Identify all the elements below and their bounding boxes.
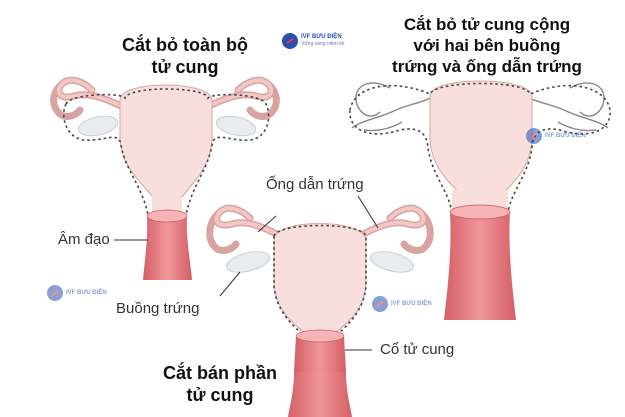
label-fallopian-tube: Ống dẫn trứng <box>266 176 364 193</box>
right-ovary-total <box>215 115 257 137</box>
cervix-partial <box>294 336 346 372</box>
ivf-watermark-icon <box>526 128 542 144</box>
ivf-watermark-icon <box>47 285 63 301</box>
brand-logo: IVF BƯU ĐIỆN Vững vàng niềm tin <box>282 33 344 49</box>
uterus-body-partial <box>273 223 367 335</box>
uterus-body-total <box>119 84 213 201</box>
right-ovary-partial <box>370 251 414 273</box>
brand-text: IVF BƯU ĐIỆN Vững vàng niềm tin <box>301 34 344 48</box>
watermark-text: IVF BƯU ĐIỆN <box>391 300 432 307</box>
removal-outline-partial <box>273 224 367 337</box>
ivf-logo-icon <box>282 33 298 49</box>
title-total-hysterectomy: Cắt bỏ toàn bộ tử cung <box>122 35 248 77</box>
left-ovary-total <box>77 115 119 137</box>
removed-organs-outline <box>351 82 609 132</box>
watermark-text: IVF BƯU ĐIỆN <box>66 289 107 296</box>
left-ovary-partial <box>226 251 270 273</box>
title-partial-hysterectomy: Cắt bán phần tử cung <box>162 363 277 405</box>
uterus-body-radical <box>429 80 533 201</box>
vagina-radical <box>444 212 516 320</box>
removal-outline-total <box>62 88 270 216</box>
brand-name: IVF BƯU ĐIỆN <box>301 34 342 40</box>
watermark-center: IVF BƯU ĐIỆN <box>372 296 432 312</box>
removal-outline-radical <box>349 82 611 213</box>
ivf-watermark-icon <box>372 296 388 312</box>
label-cervix: Cổ tử cung <box>380 341 455 358</box>
brand-tagline: Vững vàng niềm tin <box>301 41 345 47</box>
label-ovary: Buồng trứng <box>116 300 200 317</box>
watermark-right: IVF BƯU ĐIỆN <box>526 128 586 144</box>
title-radical-hysterectomy: Cắt bỏ tử cung cộng với hai bên buồng tr… <box>392 15 582 76</box>
label-vagina: Âm đạo <box>58 231 110 248</box>
vagina-total <box>143 216 192 280</box>
uterus-diagram-total <box>50 76 280 280</box>
uterus-diagram-partial <box>206 195 434 417</box>
uterus-diagram-radical <box>349 80 611 320</box>
watermark-left: IVF BƯU ĐIỆN <box>47 285 107 301</box>
watermark-text: IVF BƯU ĐIỆN <box>545 132 586 139</box>
